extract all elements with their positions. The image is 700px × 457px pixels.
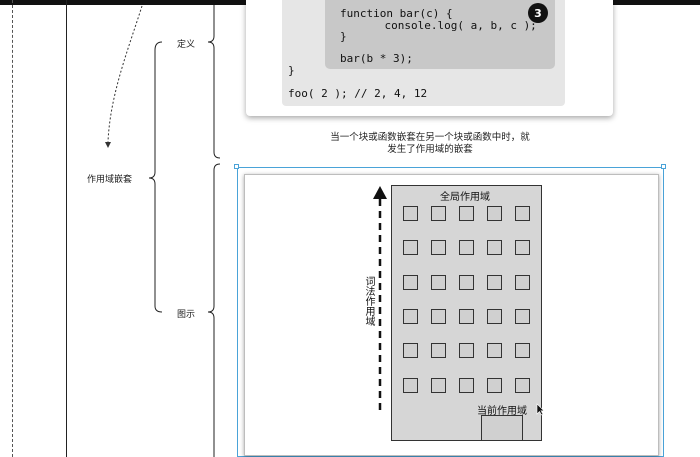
resize-handle-top-right[interactable]: [661, 164, 666, 169]
building-window: [515, 240, 530, 255]
node-definition[interactable]: 定义: [177, 40, 196, 50]
building-window: [487, 240, 502, 255]
caption-line-2: 发生了作用域的嵌套: [387, 144, 473, 155]
building-window: [459, 275, 474, 290]
node-scope-nesting[interactable]: 作用域嵌套: [87, 175, 133, 185]
building-window: [515, 206, 530, 221]
building-window: [459, 309, 474, 324]
code-inner-block: [325, 0, 555, 69]
code-line-call-foo: foo( 2 ); // 2, 4, 12: [288, 87, 428, 100]
scope-badge: 3: [528, 3, 548, 23]
lexical-scope-label: 词法作用域: [363, 276, 374, 326]
building-door: [481, 415, 523, 441]
building-window: [459, 206, 474, 221]
global-scope-label: 全局作用域: [440, 192, 490, 203]
building-window: [459, 240, 474, 255]
code-line-close-inner: }: [340, 30, 347, 43]
building-window: [459, 378, 474, 393]
building-window: [487, 378, 502, 393]
building-window: [431, 275, 446, 290]
building-window: [403, 309, 418, 324]
building-window: [403, 206, 418, 221]
building-window: [431, 378, 446, 393]
code-line-call-bar: bar(b * 3);: [340, 52, 413, 65]
building-window: [487, 309, 502, 324]
building-window: [403, 378, 418, 393]
building-window: [431, 206, 446, 221]
mouse-cursor-icon: [536, 403, 545, 416]
current-scope-label: 当前作用域: [477, 406, 527, 417]
building-window: [515, 275, 530, 290]
building-window: [431, 240, 446, 255]
building-window: [431, 343, 446, 358]
building-window: [487, 343, 502, 358]
caption-line-1: 当一个块或函数嵌套在另一个块或函数中时，就: [330, 132, 530, 143]
building-window: [515, 309, 530, 324]
building-window: [487, 275, 502, 290]
building-window: [459, 343, 474, 358]
node-diagram[interactable]: 图示: [177, 310, 196, 320]
building-window: [515, 378, 530, 393]
outline-line-main: [66, 0, 67, 457]
building-window: [487, 206, 502, 221]
lexical-scope-arrow: [373, 186, 387, 412]
code-line-close-outer: }: [288, 64, 295, 77]
building-window: [403, 275, 418, 290]
building-window: [515, 343, 530, 358]
building-window: [403, 343, 418, 358]
mindmap-connectors: [105, 5, 221, 457]
building-window: [403, 240, 418, 255]
outline-line-left: [12, 0, 13, 457]
code-line-function: function bar(c) {: [340, 7, 453, 20]
resize-handle-top-left[interactable]: [234, 164, 239, 169]
building-window: [431, 309, 446, 324]
code-line-console: console.log( a, b, c );: [358, 19, 537, 32]
